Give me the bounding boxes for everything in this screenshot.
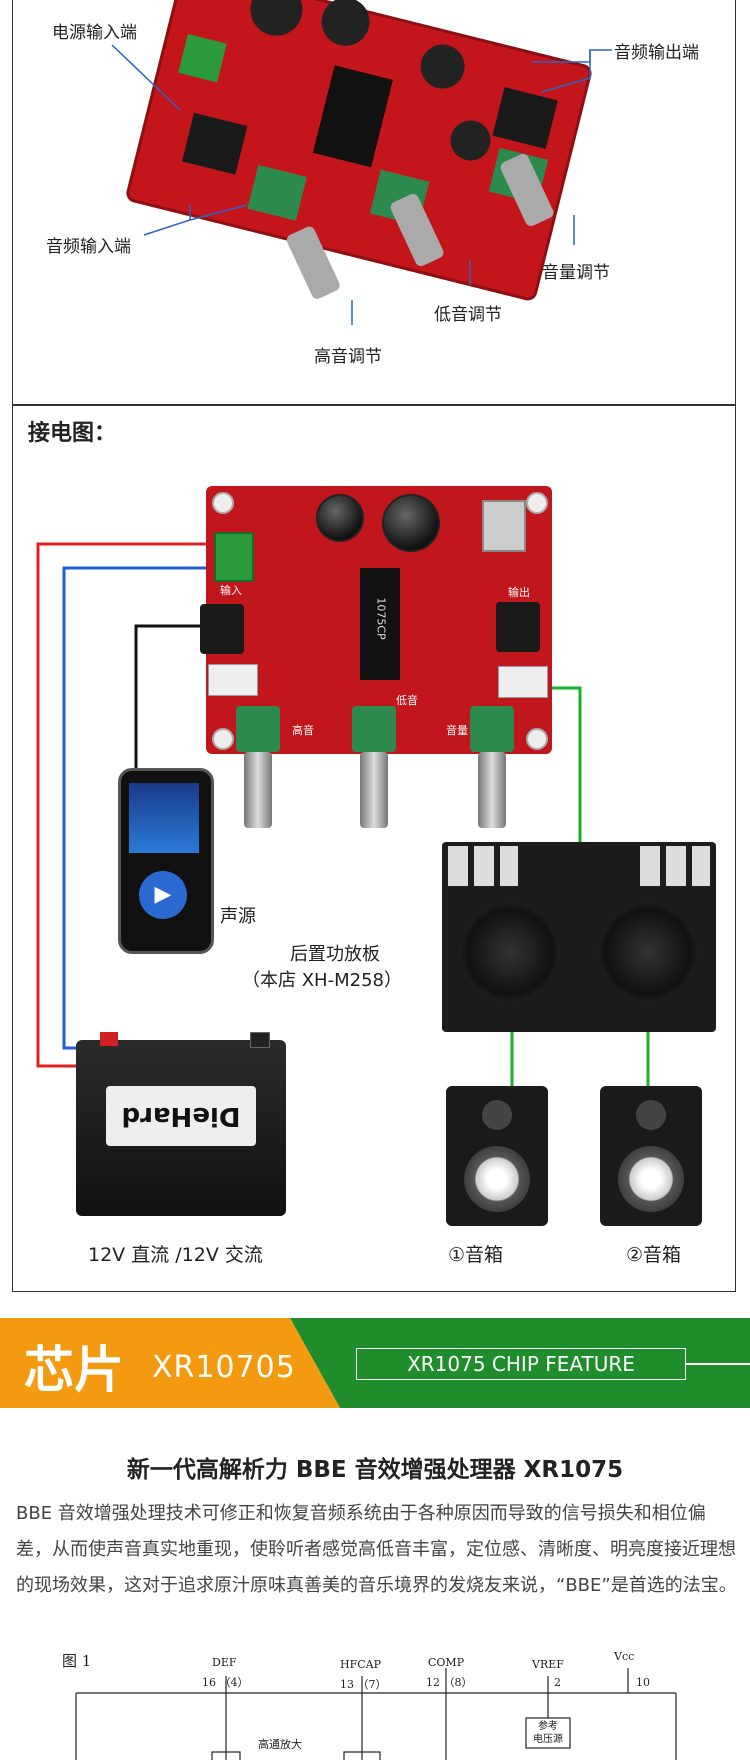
negative-terminal xyxy=(250,1032,270,1048)
chip-label: 1075CP xyxy=(374,597,388,640)
input-connector xyxy=(208,664,258,696)
pin-def-num: 16 （4） xyxy=(202,1676,249,1689)
treble-potentiometer[interactable] xyxy=(236,706,280,752)
amplifier-board xyxy=(442,842,716,1032)
player-screen xyxy=(129,783,199,853)
banner-title-model: XR10705 xyxy=(152,1350,296,1385)
positive-terminal xyxy=(100,1032,118,1046)
bass-shaft[interactable] xyxy=(360,752,388,828)
tweeter xyxy=(636,1100,666,1130)
tweeter xyxy=(482,1100,512,1130)
banner-feature-box: XR1075 CHIP FEATURE xyxy=(356,1348,686,1380)
pin-vref-num: 2 xyxy=(554,1676,561,1689)
mount-hole xyxy=(212,492,234,514)
input-jack xyxy=(200,604,244,654)
pin-comp-name: COMP xyxy=(428,1656,465,1669)
amp-label-line1: 后置功放板 xyxy=(290,944,380,965)
pin-vcc-num: 10 xyxy=(636,1676,650,1689)
description-heading: 新一代高解析力 BBE 音效增强处理器 XR1075 xyxy=(126,1457,624,1483)
vref-block-text: 参考 电压源 xyxy=(533,1721,563,1745)
woofer xyxy=(618,1146,684,1212)
power-input-label: 电源输入端 xyxy=(52,23,137,43)
description-body: BBE 音效增强处理技术可修正和恢复音频系统由于各种原因而导致的信号损失和相位偏… xyxy=(16,1503,737,1596)
banner-green-band xyxy=(290,1318,750,1408)
pin-comp-num: 12 （8） xyxy=(426,1676,473,1689)
amp-capacitors-left xyxy=(448,846,518,886)
hf-amp-text: 高通放大 xyxy=(258,1738,302,1751)
figure-label: 图 1 xyxy=(62,1652,92,1670)
banner-feature-line xyxy=(686,1363,750,1365)
treble-shaft[interactable] xyxy=(244,752,272,828)
pin-hfcap-name: HFCAP xyxy=(340,1658,381,1671)
banner-orange-band xyxy=(0,1318,340,1408)
volume-adjust-label: 音量调节 xyxy=(542,263,610,283)
pin-vcc-name: Vcc xyxy=(614,1650,635,1663)
volume-shaft[interactable] xyxy=(478,752,506,828)
board-bass-text: 低音 xyxy=(396,694,418,707)
amp-label-line2: （本店 XH-M258） xyxy=(242,970,402,991)
output-jack xyxy=(496,602,540,652)
wiring-title: 接电图： xyxy=(28,421,117,446)
output-connector xyxy=(498,666,548,698)
block-diagram xyxy=(75,1668,677,1760)
pin-def-name: DEF xyxy=(212,1656,237,1669)
battery-brand: DieHard xyxy=(121,1101,241,1131)
volume-potentiometer[interactable] xyxy=(470,706,514,752)
treble-adjust-label: 高音调节 xyxy=(314,347,382,367)
fan-right xyxy=(598,902,698,1002)
audio-player-device: ▶ xyxy=(118,768,214,954)
bass-adjust-label: 低音调节 xyxy=(434,305,502,325)
heatsink xyxy=(482,500,526,552)
capacitor xyxy=(382,494,440,552)
power-spec-label: 12V 直流 /12V 交流 xyxy=(88,1244,263,1266)
board-volume-text: 音量 xyxy=(446,724,468,737)
speaker-1 xyxy=(446,1086,548,1226)
power-terminal xyxy=(214,532,254,582)
board-output-text: 输出 xyxy=(508,586,530,599)
mount-hole xyxy=(212,728,234,750)
board-treble-text: 高音 xyxy=(292,724,314,737)
mount-hole xyxy=(526,728,548,750)
amp-capacitors-right xyxy=(640,846,710,886)
speaker-1-label: ①音箱 xyxy=(448,1244,504,1266)
chip xyxy=(360,568,400,680)
speaker-2 xyxy=(600,1086,702,1226)
battery-label-panel: DieHard xyxy=(106,1086,256,1146)
play-button-icon: ▶ xyxy=(139,871,187,919)
pin-vref-name: VREF xyxy=(532,1658,564,1671)
bass-potentiometer[interactable] xyxy=(352,706,396,752)
capacitor xyxy=(316,494,364,542)
woofer xyxy=(464,1146,530,1212)
banner-title-cn: 芯片 xyxy=(24,1341,124,1399)
pin-hfcap-num: 13 （7） xyxy=(340,1678,387,1691)
fan-left xyxy=(460,902,560,1002)
mount-hole xyxy=(526,492,548,514)
sound-source-label: 声源 xyxy=(220,906,256,927)
audio-input-label: 音频输入端 xyxy=(46,237,131,257)
car-battery: DieHard xyxy=(76,1032,286,1216)
board-input-text: 输入 xyxy=(220,584,242,597)
speaker-2-label: ②音箱 xyxy=(626,1244,682,1266)
audio-output-label: 音频输出端 xyxy=(614,43,699,63)
pcb-photo-illustration xyxy=(111,0,612,325)
